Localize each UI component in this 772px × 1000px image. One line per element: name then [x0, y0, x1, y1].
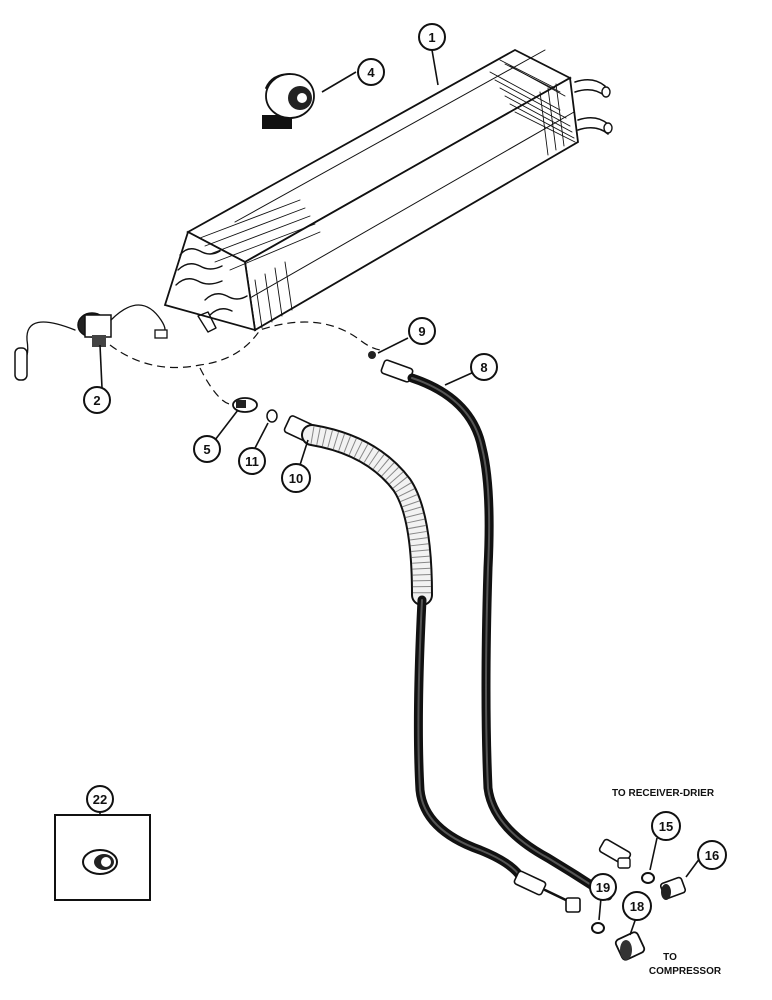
callout-22-label: 22: [93, 792, 107, 807]
callout-1-label: 1: [428, 30, 435, 45]
evaporator-core: [163, 48, 613, 333]
callout-10: 10: [281, 463, 311, 493]
hose-10: [283, 415, 581, 913]
callout-4: 4: [357, 58, 385, 86]
note-to-compressor-line1: TO: [663, 952, 677, 963]
callout-11-label: 11: [245, 454, 259, 469]
routing-dash-line-lower: [199, 367, 241, 406]
thermostat-switch: [262, 73, 315, 129]
fitting-16: [659, 876, 687, 900]
callout-15-label: 15: [659, 819, 673, 834]
callout-19-label: 19: [596, 880, 610, 895]
callout-5-label: 5: [203, 442, 210, 457]
routing-dash-line: [109, 321, 381, 369]
callout-2-label: 2: [93, 393, 100, 408]
callout-11: 11: [238, 447, 266, 475]
o-ring-9: [368, 351, 376, 359]
expansion-valve: [14, 304, 168, 381]
callout-22: 22: [86, 785, 114, 813]
fitting-18: [614, 931, 646, 961]
callout-5: 5: [193, 435, 221, 463]
callout-1: 1: [418, 23, 446, 51]
o-ring-11: [266, 409, 278, 423]
note-to-compressor-line2: COMPRESSOR: [649, 966, 722, 977]
callout-16: 16: [697, 840, 727, 870]
callout-10-label: 10: [289, 471, 303, 486]
leader-lines: [99, 49, 701, 936]
callout-9-label: 9: [418, 324, 425, 339]
callout-4-label: 4: [367, 65, 375, 80]
hose-8: [380, 359, 632, 901]
callout-2: 2: [83, 386, 111, 414]
inset-box-grommet: [54, 814, 151, 901]
callout-8: 8: [470, 353, 498, 381]
note-to-receiver-drier: TO RECEIVER-DRIER: [612, 788, 715, 799]
callout-9: 9: [408, 317, 436, 345]
callout-18: 18: [622, 891, 652, 921]
o-ring-19: [591, 922, 605, 934]
callout-19: 19: [589, 873, 617, 901]
callout-18-label: 18: [630, 899, 644, 914]
hose-clamp: [232, 397, 258, 413]
callout-8-label: 8: [480, 360, 487, 375]
hose-8-end-fitting: [617, 857, 631, 869]
callout-16-label: 16: [705, 848, 719, 863]
callout-15: 15: [651, 811, 681, 841]
o-ring-15: [641, 872, 655, 884]
